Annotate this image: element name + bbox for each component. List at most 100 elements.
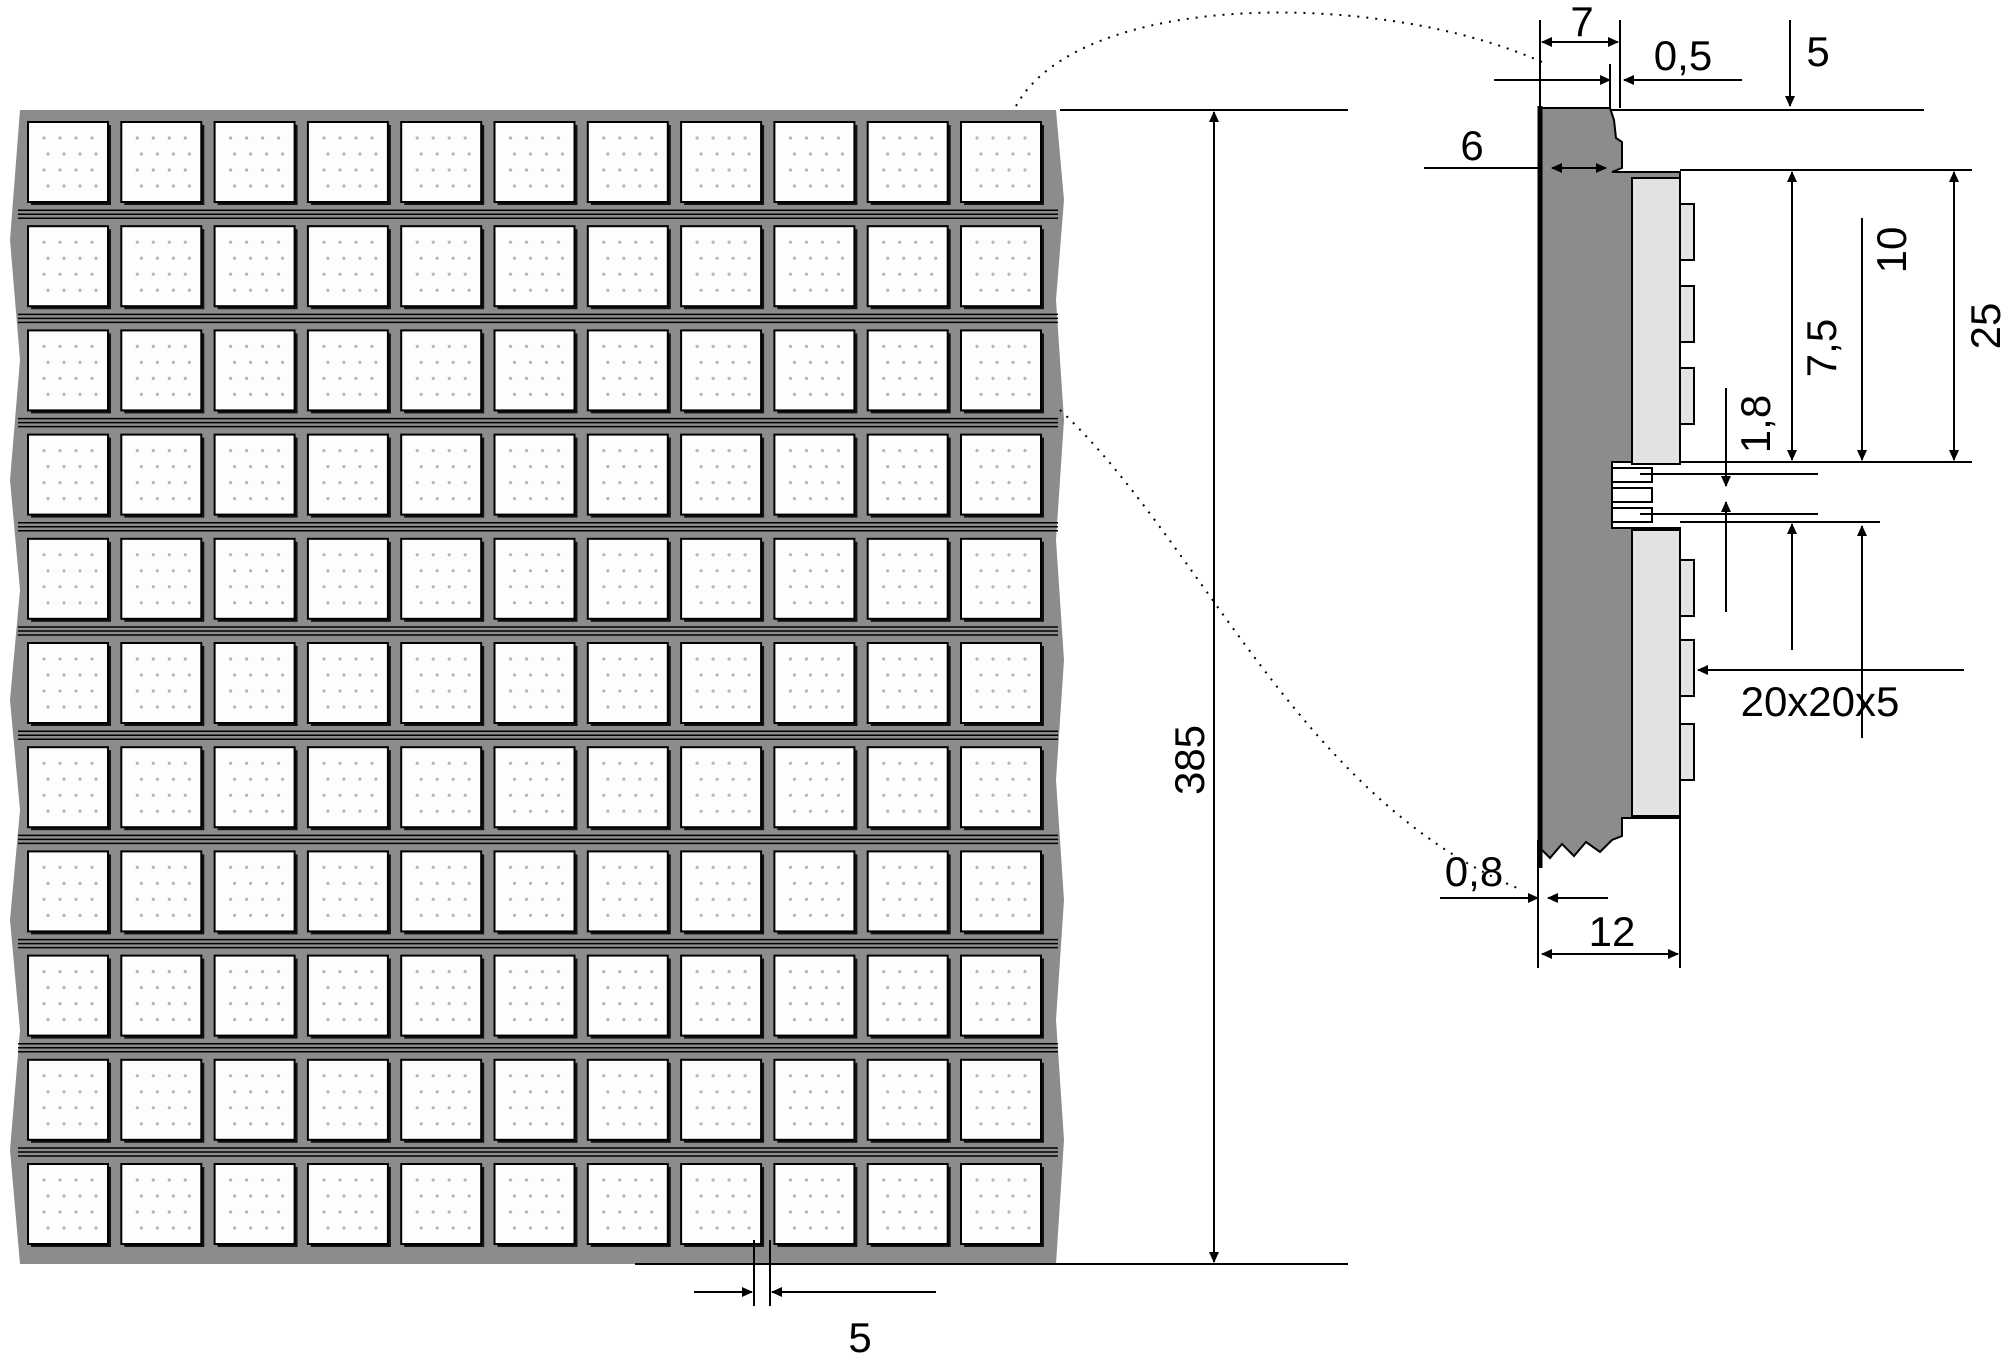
tile bbox=[306, 433, 391, 518]
tile bbox=[586, 225, 671, 310]
tile bbox=[960, 1163, 1044, 1247]
tile bbox=[680, 225, 765, 310]
tile bbox=[120, 642, 205, 726]
tile bbox=[213, 1163, 298, 1247]
tile bbox=[27, 1058, 111, 1143]
groove-strip bbox=[1611, 487, 1653, 503]
tile bbox=[493, 121, 578, 205]
tile bbox=[586, 954, 671, 1039]
pitch-label: 25 bbox=[1962, 303, 2008, 350]
tile bbox=[680, 121, 765, 205]
offset-right-label: 5 bbox=[1806, 28, 1829, 75]
tile bbox=[120, 121, 205, 205]
tile bbox=[586, 1058, 671, 1143]
tile bbox=[866, 329, 951, 414]
tile bbox=[27, 225, 111, 310]
tile bbox=[493, 850, 578, 935]
tile bbox=[213, 225, 298, 310]
tile bbox=[27, 433, 111, 518]
tile bbox=[493, 1058, 578, 1143]
tile bbox=[586, 433, 671, 518]
tile bbox=[306, 121, 391, 205]
tile bbox=[680, 537, 765, 622]
backing-label: 0,8 bbox=[1445, 848, 1503, 895]
tile bbox=[773, 746, 858, 831]
dimension-gap: 5 bbox=[694, 1240, 936, 1356]
tile bbox=[586, 850, 671, 935]
tile bbox=[213, 121, 298, 205]
tile bbox=[773, 537, 858, 622]
detail-callout-upper bbox=[1015, 11, 1543, 107]
total-thickness-label: 12 bbox=[1589, 908, 1636, 955]
tile bbox=[213, 329, 298, 414]
tile bbox=[120, 537, 205, 622]
side-knob bbox=[1679, 203, 1695, 261]
tile bbox=[493, 537, 578, 622]
tile bbox=[400, 1163, 485, 1247]
tile bbox=[866, 746, 951, 831]
tile bbox=[960, 746, 1044, 831]
tile bbox=[306, 746, 391, 831]
tile bbox=[213, 1058, 298, 1143]
side-knob bbox=[1679, 367, 1695, 425]
tile bbox=[400, 746, 485, 831]
tile bbox=[27, 121, 111, 205]
base-thickness-label: 6 bbox=[1460, 122, 1483, 169]
dimension-panel-height: 385 bbox=[635, 109, 1348, 1265]
tile bbox=[680, 1058, 765, 1143]
gap-label: 5 bbox=[848, 1314, 871, 1356]
tile bbox=[306, 537, 391, 622]
tile bbox=[866, 850, 951, 935]
tile bbox=[960, 850, 1044, 935]
tile bbox=[213, 954, 298, 1039]
side-tile-upper bbox=[1631, 177, 1681, 465]
detail-callout-lower bbox=[1059, 409, 1523, 891]
tile bbox=[120, 1058, 205, 1143]
tile bbox=[400, 537, 485, 622]
tile bbox=[960, 642, 1044, 726]
tile bbox=[493, 433, 578, 518]
tile bbox=[493, 225, 578, 310]
tile bbox=[586, 329, 671, 414]
side-knob bbox=[1679, 559, 1695, 617]
tile bbox=[866, 954, 951, 1039]
panel-height-label: 385 bbox=[1166, 725, 1213, 795]
tile bbox=[400, 329, 485, 414]
tile bbox=[120, 433, 205, 518]
tile bbox=[120, 1163, 205, 1247]
tile bbox=[773, 1163, 858, 1247]
tile bbox=[960, 1058, 1044, 1143]
section-width-label: 7 bbox=[1570, 0, 1593, 45]
tile bbox=[680, 329, 765, 414]
tile bbox=[586, 746, 671, 831]
side-knob bbox=[1679, 285, 1695, 343]
tile bbox=[866, 225, 951, 310]
tile-size-label: 20x20x5 bbox=[1741, 678, 1900, 725]
tile bbox=[773, 121, 858, 205]
tile bbox=[400, 850, 485, 935]
cross-section-view bbox=[1537, 106, 1695, 868]
tile bbox=[773, 954, 858, 1039]
tile bbox=[680, 954, 765, 1039]
tile bbox=[586, 121, 671, 205]
tile bbox=[773, 329, 858, 414]
tile bbox=[27, 1163, 111, 1247]
tile bbox=[493, 746, 578, 831]
side-tile-lower bbox=[1631, 529, 1681, 817]
tile bbox=[27, 642, 111, 726]
tile bbox=[586, 537, 671, 622]
tile bbox=[960, 537, 1044, 622]
tile bbox=[306, 954, 391, 1039]
tile bbox=[120, 746, 205, 831]
tile bbox=[306, 1058, 391, 1143]
rib-depth-label: 7,5 bbox=[1798, 319, 1845, 377]
tile bbox=[213, 537, 298, 622]
tile bbox=[213, 746, 298, 831]
tile bbox=[493, 954, 578, 1039]
section-dimensions: 7 0,5 5 6 10 7,5 25 1,8 bbox=[1424, 0, 2008, 968]
tile bbox=[27, 537, 111, 622]
tile bbox=[400, 954, 485, 1039]
tile bbox=[960, 954, 1044, 1039]
tile bbox=[493, 329, 578, 414]
tile bbox=[120, 225, 205, 310]
